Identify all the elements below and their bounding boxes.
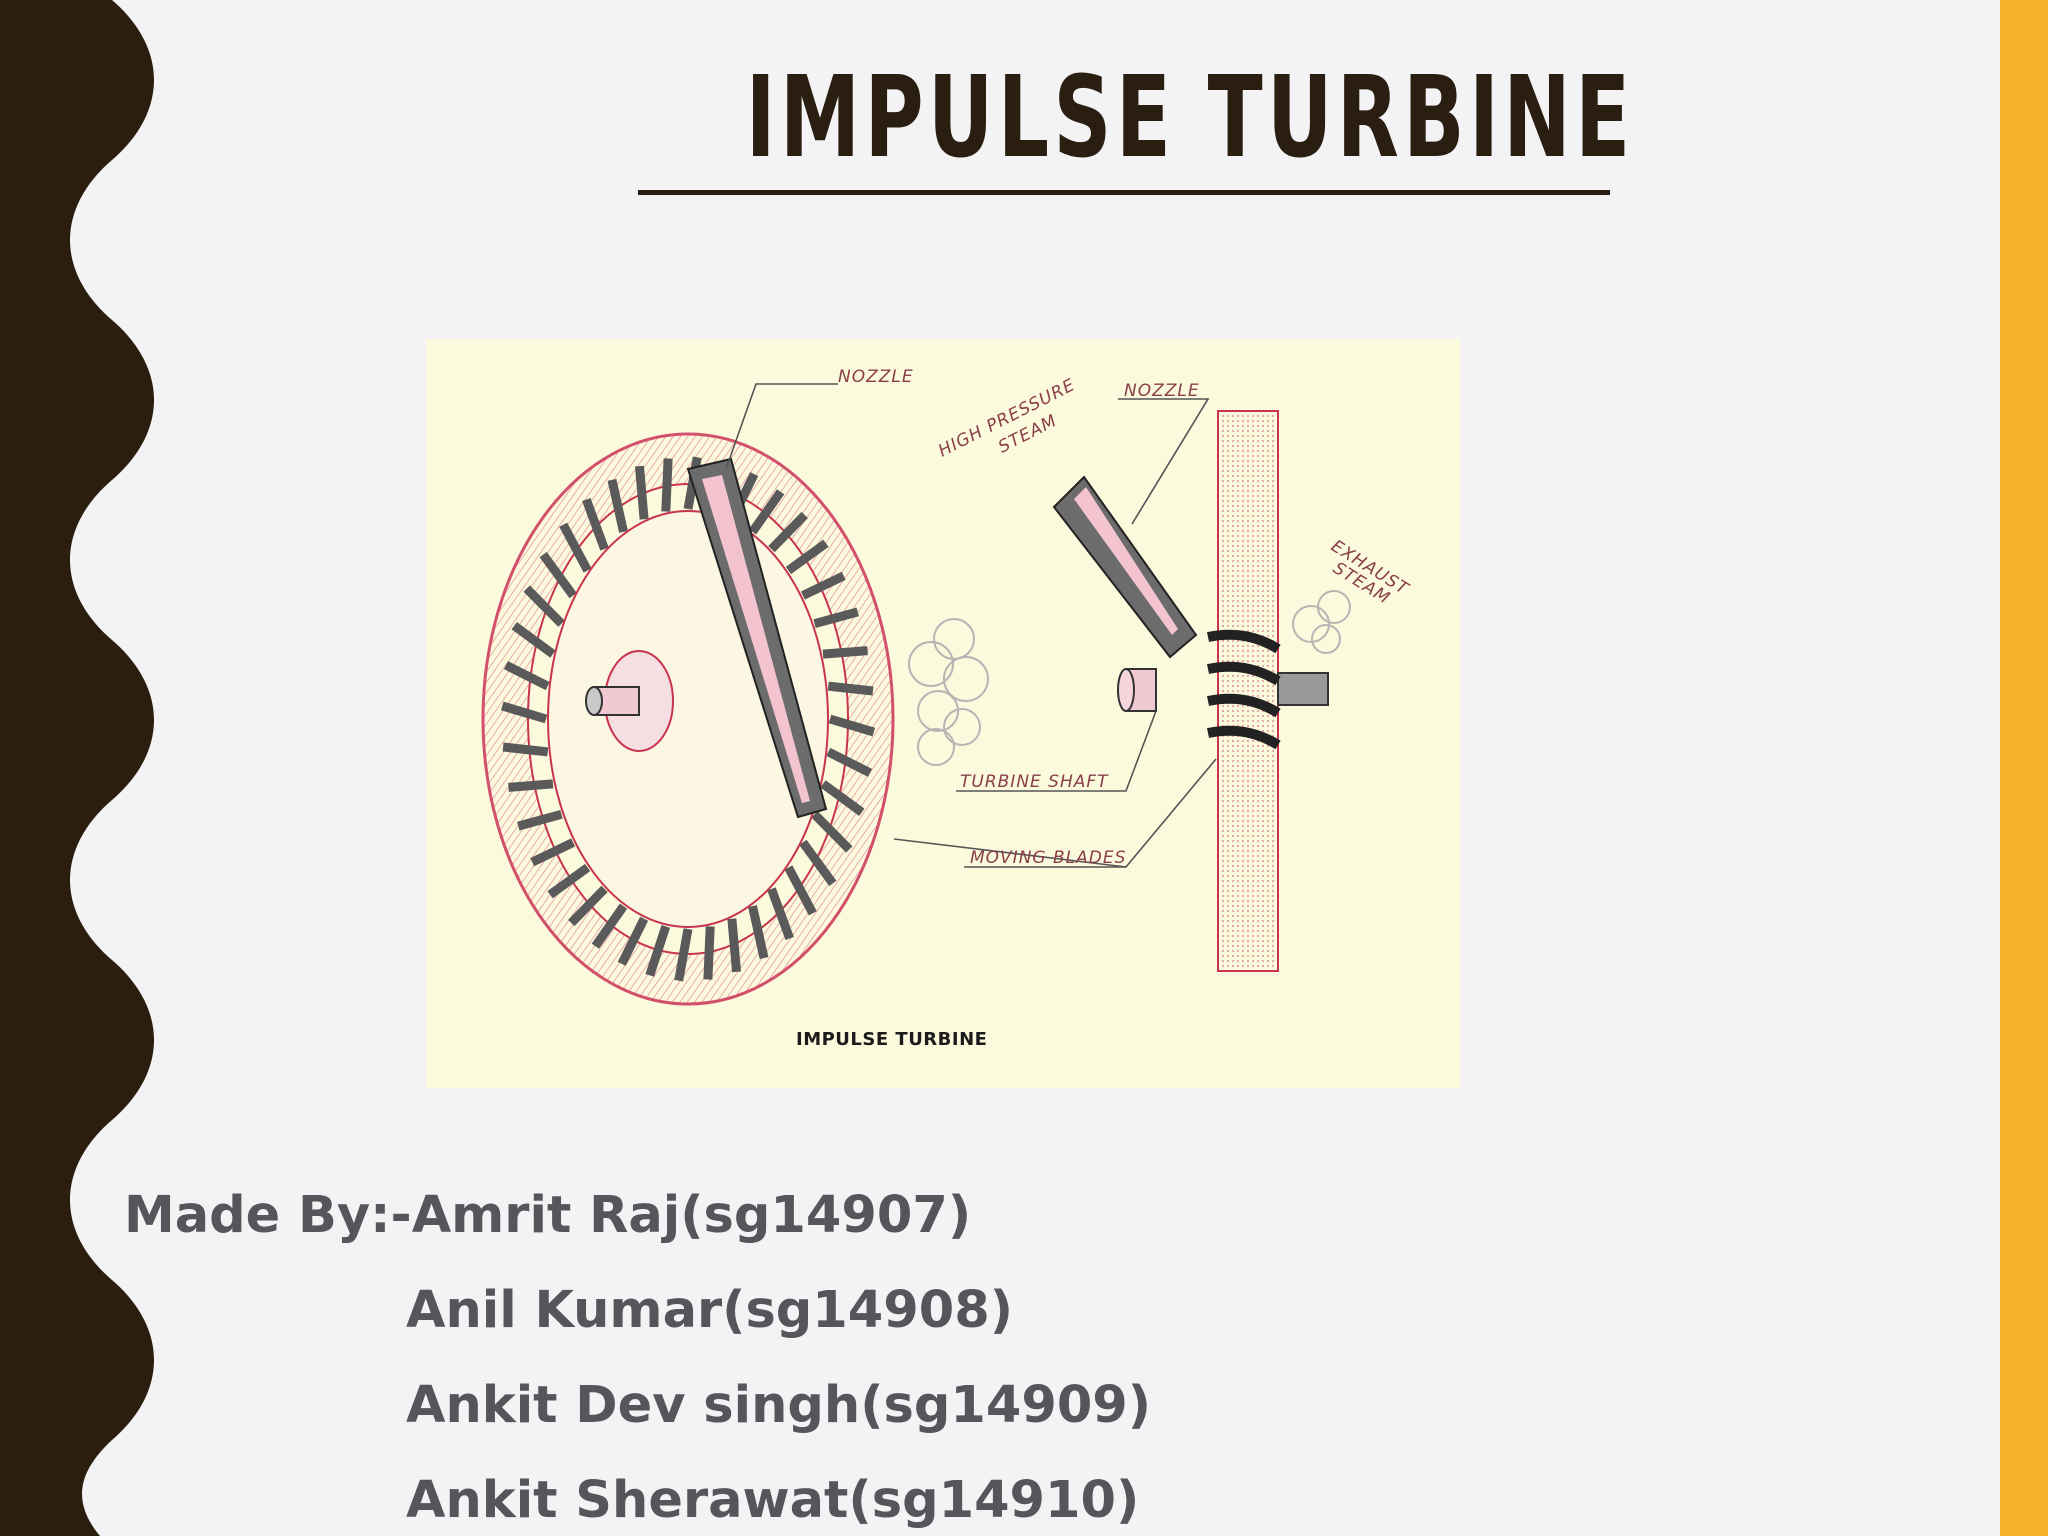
accent-bar — [2000, 0, 2048, 1536]
wheel-blade — [523, 585, 565, 627]
label-nozzle-right: NOZZLE — [1124, 381, 1200, 401]
label-moving-blades: MOVING BLADES — [970, 848, 1126, 868]
leader-lines — [725, 383, 1217, 868]
wheel-blade — [748, 489, 785, 535]
wheel-blade — [811, 811, 853, 853]
wheel-blade — [822, 646, 868, 659]
slide-title: IMPULSE TURBINE — [745, 53, 1635, 183]
wheel-blade — [617, 916, 649, 966]
wheel-blade — [661, 458, 673, 512]
wheel-blade — [568, 885, 608, 927]
wheel-blade — [508, 779, 554, 792]
wheel-blade — [500, 701, 548, 724]
impulse-turbine-figure: NOZZLE HIGH PRESSURE STEAM NOZZLE EXHAUS… — [426, 339, 1460, 1088]
blade-cross-section — [1052, 410, 1351, 972]
wheel-blade — [727, 918, 742, 973]
wheel-blade — [827, 681, 874, 696]
wheel-blade — [582, 498, 609, 551]
wheel-blade — [799, 839, 837, 887]
credit-line: Anil Kumar(sg14908) — [406, 1281, 1014, 1340]
credit-line: Ankit Sherawat(sg14910) — [406, 1471, 1140, 1530]
wheel-blade — [813, 607, 859, 629]
wheel-blade — [511, 622, 556, 658]
wheel-blade — [703, 926, 715, 980]
wheel-blade — [559, 522, 592, 573]
wheel-blade — [826, 747, 873, 777]
wheel-blade — [784, 865, 817, 916]
wheel-blade — [591, 903, 628, 949]
wheel-blade — [530, 838, 576, 867]
wheel-blade — [674, 928, 693, 982]
wheel-blade — [767, 887, 794, 940]
credit-line: Ankit Dev singh(sg14909) — [406, 1376, 1152, 1435]
wheel-blade — [539, 551, 577, 599]
wheel-blade — [748, 905, 769, 960]
wheel-blade — [607, 478, 628, 533]
wheel-blade — [517, 809, 563, 831]
wheel-blade — [820, 780, 865, 816]
turbine-diagram: NOZZLE HIGH PRESSURE STEAM NOZZLE EXHAUS… — [481, 367, 1413, 1050]
title-underline — [638, 190, 1610, 195]
wheel-blade — [634, 465, 649, 520]
label-nozzle-left: NOZZLE — [838, 367, 914, 387]
wheel-blade — [502, 742, 549, 757]
wheel-blade — [503, 661, 550, 691]
wheel-blade — [768, 511, 808, 553]
label-turbine-shaft: TURBINE SHAFT — [960, 772, 1109, 792]
credit-line: Made By:-Amrit Raj(sg14907) — [124, 1186, 972, 1245]
wheel-blade — [547, 863, 591, 899]
wheel-blade — [645, 925, 671, 977]
wheel-blade — [800, 571, 846, 600]
wheel-blade — [785, 539, 829, 575]
wheel-blade — [828, 714, 876, 737]
turbine-wheel — [481, 432, 989, 1006]
figure-caption: IMPULSE TURBINE — [796, 1029, 987, 1050]
decorative-wave-border — [0, 0, 154, 1536]
